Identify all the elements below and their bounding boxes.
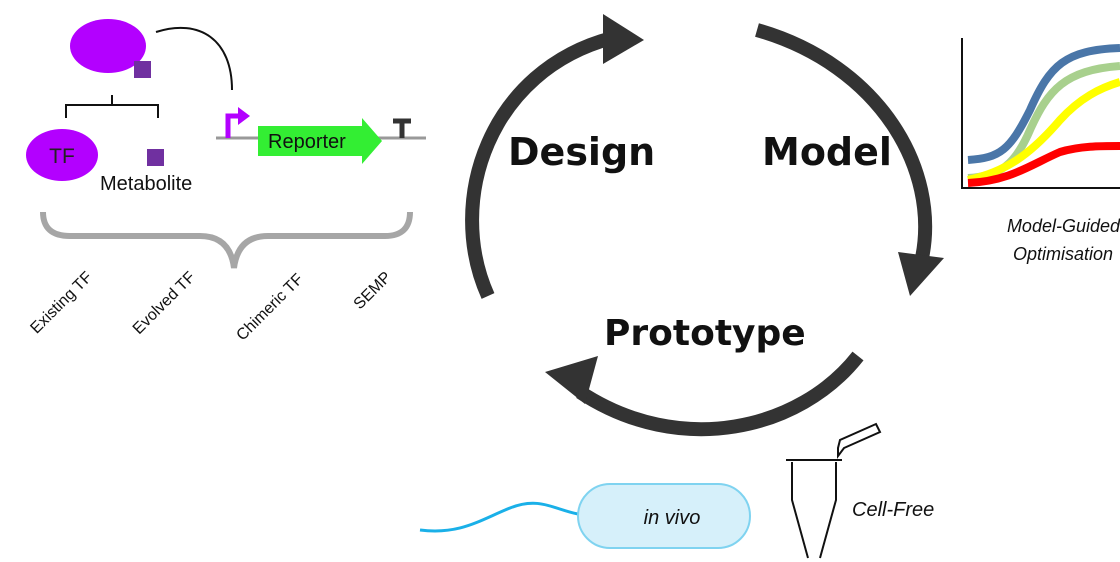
prototype-arrowhead-icon: [545, 356, 598, 404]
curve-blue: [967, 44, 1120, 164]
binding-arc: [155, 26, 233, 91]
model-arrowhead-icon: [898, 252, 944, 296]
cell-free-label: Cell-Free: [852, 499, 934, 521]
metabolite-icon: [147, 149, 164, 166]
curve-red: [967, 142, 1120, 187]
model-graph: Model-Guided Optimisation: [961, 38, 1120, 264]
terminator-icon: [393, 118, 411, 138]
design-arrowhead-icon: [603, 14, 644, 64]
eppendorf-tube-icon: [786, 459, 842, 559]
prototype-arc: [576, 351, 864, 437]
biosensor-schematic: TF Metabolite Reporter Existing TF Evolv…: [26, 19, 426, 344]
model-arc: [755, 23, 933, 260]
reporter-gene-icon: [258, 118, 382, 164]
graph-axes: [961, 38, 1120, 189]
promoter-arrowhead-icon: [238, 107, 250, 125]
tf-complex-icon: [70, 19, 146, 73]
tf-type-chimeric: Chimeric TF: [233, 271, 307, 345]
cycle-arrows: [465, 14, 944, 437]
cell-free-tube: Cell-Free: [786, 422, 934, 559]
metabolite-label: Metabolite: [100, 173, 192, 195]
reporter-label: Reporter: [268, 131, 346, 153]
tf-types-brace: [40, 211, 413, 269]
promoter-icon: [225, 113, 240, 138]
dissociation-bracket: [65, 95, 159, 118]
design-arc: [465, 31, 614, 299]
tf-icon: [26, 129, 98, 181]
flagellum-icon: [419, 501, 579, 533]
design-label: Design: [508, 130, 655, 174]
bound-metabolite-icon: [134, 61, 151, 78]
tf-type-semp: SEMP: [351, 269, 395, 313]
tf-type-existing: Existing TF: [27, 269, 96, 338]
in-vivo-cell: in vivo: [419, 483, 751, 549]
tf-type-evolved: Evolved TF: [130, 269, 199, 338]
bacterium-cell-icon: [577, 483, 751, 549]
in-vivo-label: in vivo: [644, 507, 701, 529]
model-guided-caption-line2: Optimisation: [1013, 244, 1113, 264]
prototype-label: Prototype: [604, 313, 806, 354]
tube-lid-icon: [837, 422, 882, 459]
curve-yellow: [967, 78, 1120, 184]
model-label: Model: [762, 130, 892, 174]
model-guided-caption-line1: Model-Guided: [1007, 216, 1120, 236]
tf-label: TF: [49, 145, 75, 168]
